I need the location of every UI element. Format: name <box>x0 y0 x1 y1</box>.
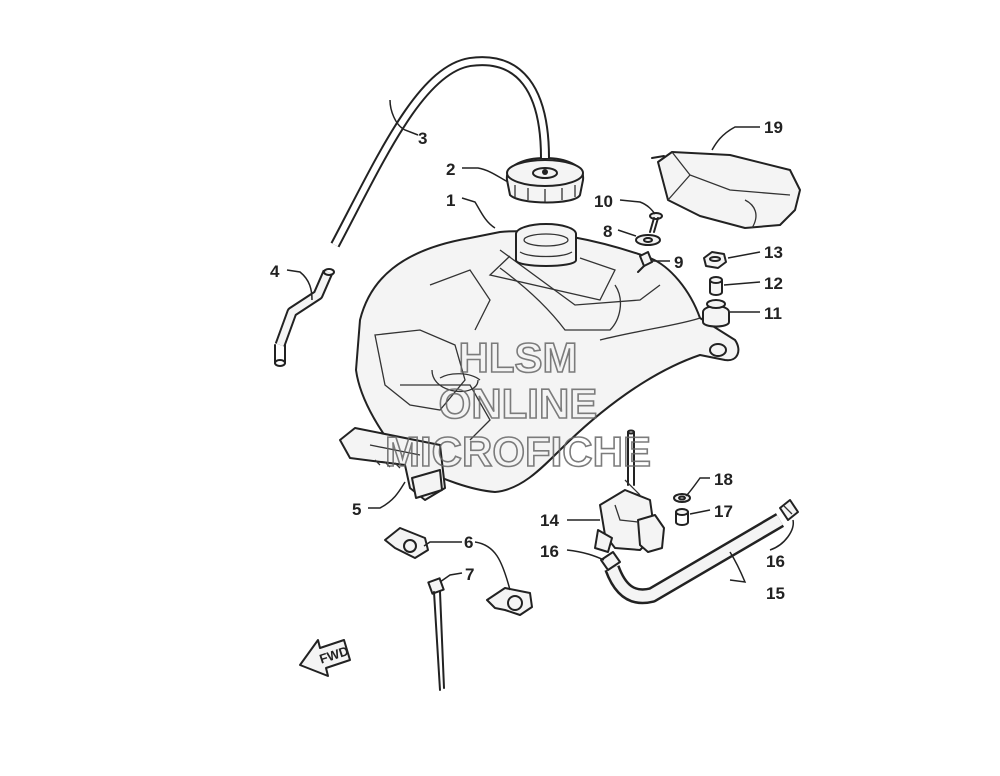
callout-2: 2 <box>446 160 455 179</box>
valve-screw <box>675 508 689 526</box>
watermark: HLSM ONLINE MICROFICHE <box>384 333 652 476</box>
clip-lower <box>486 587 533 616</box>
clip-upper <box>384 527 429 559</box>
fuel-hose <box>604 513 785 605</box>
callout-9: 9 <box>674 253 683 272</box>
callout-14: 14 <box>540 511 559 530</box>
mounting-bracket <box>339 427 446 501</box>
callout-19: 19 <box>764 118 783 137</box>
callout-15: 15 <box>766 584 785 603</box>
hose-clamp-right <box>779 499 799 521</box>
callout-3: 3 <box>418 129 427 148</box>
leader-lines <box>286 99 794 591</box>
callout-4: 4 <box>270 262 280 281</box>
watermark-line-3: MICROFICHE <box>385 428 651 475</box>
watermark-line-1: HLSM <box>459 334 578 381</box>
fuel-valve <box>594 429 665 553</box>
callout-12: 12 <box>764 274 783 293</box>
bolt <box>703 251 727 269</box>
callout-1: 1 <box>446 191 455 210</box>
watermark-line-2: ONLINE <box>439 380 598 427</box>
callout-13: 13 <box>764 243 783 262</box>
hose-clamp-left <box>600 551 621 571</box>
callout-10: 10 <box>594 192 613 211</box>
callout-16-right: 16 <box>766 552 785 571</box>
vent-hose <box>330 56 550 248</box>
grommet-pin <box>637 251 653 273</box>
tank-cover <box>651 151 801 229</box>
hose-elbow <box>274 268 335 367</box>
forward-direction-arrow: FWD <box>299 639 351 677</box>
fuel-cap <box>505 157 585 204</box>
callout-16-left: 16 <box>540 542 559 561</box>
callout-8: 8 <box>603 222 612 241</box>
screw <box>649 212 663 233</box>
callout-numbers: 1 2 3 4 5 6 7 8 9 10 11 12 13 14 15 16 1… <box>270 118 785 603</box>
callout-7: 7 <box>465 565 474 584</box>
callout-5: 5 <box>352 500 361 519</box>
callout-6: 6 <box>464 533 473 552</box>
grommet <box>702 299 730 328</box>
callout-11: 11 <box>764 304 782 323</box>
fuel-tank <box>355 223 740 493</box>
cable-tie <box>427 577 445 691</box>
callout-18: 18 <box>714 470 733 489</box>
washer <box>635 234 661 246</box>
callout-17: 17 <box>714 502 733 521</box>
spacer <box>709 276 723 296</box>
